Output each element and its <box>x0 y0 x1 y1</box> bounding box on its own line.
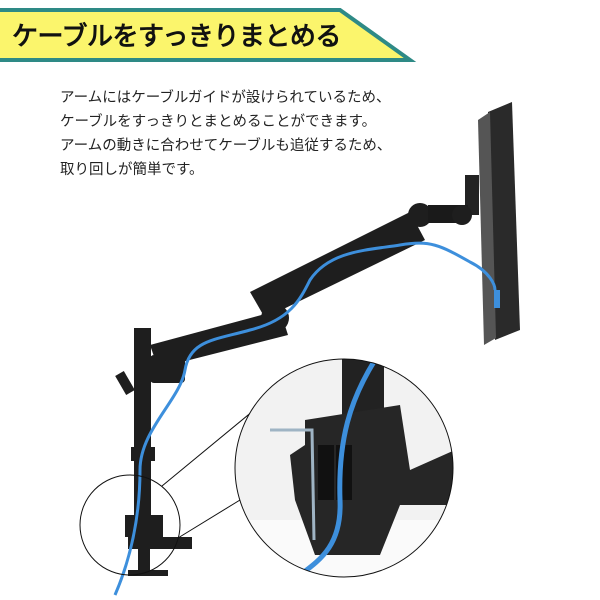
lower-arm <box>150 310 288 383</box>
banner-title: ケーブルをすっきりまとめる <box>12 22 341 52</box>
title-banner <box>0 8 417 62</box>
description-line: 取り回しが簡単です。 <box>60 162 204 178</box>
upper-arm <box>250 203 472 332</box>
description-line: ケーブルをすっきりとまとめることができます。 <box>60 114 377 130</box>
description-text: アームにはケーブルガイドが設けられているため、 ケーブルをすっきりとまとめること… <box>60 86 391 182</box>
cable <box>113 241 497 596</box>
small-detail-circle <box>79 474 181 576</box>
pole <box>115 328 192 576</box>
cable-clip-detail <box>234 358 454 578</box>
banner-shape <box>0 8 417 62</box>
description-line: アームにはケーブルガイドが設けられているため、 <box>60 90 391 106</box>
monitor <box>465 102 520 345</box>
description-line: アームの動きに合わせてケーブルも追従するため、 <box>60 138 392 154</box>
